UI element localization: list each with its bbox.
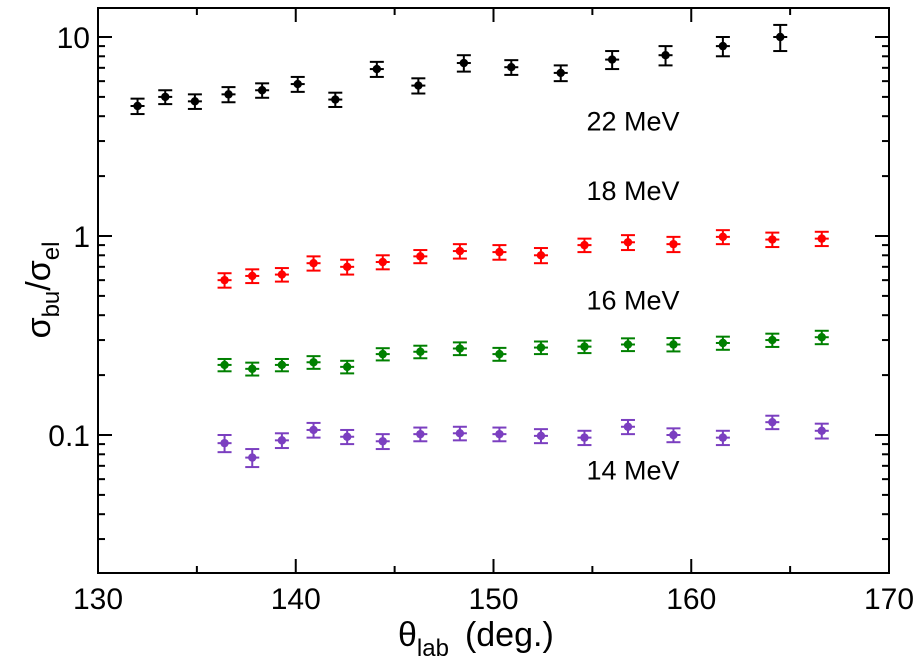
data-point [190,97,200,106]
data-point [495,349,504,359]
data-point [414,81,423,90]
data-point [277,360,287,370]
data-point [309,358,318,367]
series-label: 14 MeV [586,456,679,486]
data-point [507,63,516,72]
data-point [309,258,318,268]
x-axis-title-symbol: θ [398,616,417,654]
data-point [378,257,387,267]
data-point [277,436,287,445]
data-point [133,101,142,111]
data-point [495,247,504,257]
y-axis-title-numerator-sub: bu [38,291,65,318]
data-point [331,95,340,104]
data-point [248,271,257,281]
data-point [536,251,546,260]
data-point [607,55,617,64]
x-axis-title-subscript: lab [417,635,449,662]
y-tick-label: 0.1 [48,420,90,453]
data-point [718,232,728,242]
data-point [416,347,425,356]
data-point [257,86,267,95]
series-0 [130,23,788,116]
data-point [459,58,469,68]
y-axis-title-numerator: σ [20,317,58,338]
plot-frame [97,7,890,574]
data-point [220,438,229,448]
data-point [248,453,257,462]
data-point [378,349,387,359]
y-tick-label: 1 [73,221,90,254]
data-point [623,340,633,349]
series-label: 18 MeV [586,176,679,206]
data-point [220,360,229,370]
data-point [669,340,678,349]
data-point [309,425,318,435]
data-point [817,426,826,435]
data-point [536,431,546,441]
data-point [224,90,233,99]
data-point [817,234,826,243]
y-axis-title-separator: / [20,281,58,291]
y-axis-title-denominator-sub: el [38,242,65,261]
data-point [293,79,302,89]
y-axis-title: σbu/σel [20,242,65,339]
data-point [161,92,170,102]
data-point [580,240,589,250]
data-point [220,275,229,285]
data-point [669,430,678,440]
data-point [455,344,465,353]
data-point [669,239,678,249]
data-point [580,342,589,351]
data-point [718,433,728,442]
x-tick-label: 140 [271,583,321,616]
data-point [580,433,589,442]
series-label: 22 MeV [586,107,679,137]
data-point [277,270,287,279]
data-point [768,417,777,427]
data-point [416,252,425,261]
data-point [661,51,670,60]
data-point [536,343,546,352]
y-tick-label: 10 [57,22,90,55]
x-tick-label: 150 [468,583,518,616]
data-point [372,64,382,74]
data-point [416,429,425,439]
data-point [495,429,504,439]
series-2 [217,329,829,377]
y-axis-title-denominator: σ [20,260,58,281]
x-axis-title: θlab (deg.) [398,616,554,662]
series-3 [217,414,829,469]
data-point [718,41,728,51]
data-point [768,335,777,345]
data-point [248,364,257,374]
data-point [817,333,826,342]
data-point [623,238,633,247]
series-layer [130,23,829,469]
x-tick-label: 130 [73,583,123,616]
data-point [342,362,352,372]
data-point [768,235,777,244]
x-axis-title-unit: (deg.) [465,616,554,654]
data-point [776,32,785,42]
data-point [342,432,352,441]
data-point [378,437,387,446]
data-point [455,246,465,256]
data-point [718,338,728,348]
data-point [623,422,633,431]
data-point [455,429,465,438]
x-tick-label: 170 [864,583,914,616]
x-axis: 130 140 150 160 170 [73,8,914,616]
data-point [556,68,565,78]
annotation-layer: 22 MeV 18 MeV 16 MeV 14 MeV [586,107,679,486]
x-tick-label: 160 [666,583,716,616]
series-label: 16 MeV [586,285,679,315]
data-point [342,262,352,272]
y-axis: 0.1 1 10 [48,22,889,541]
series-1 [217,229,829,289]
